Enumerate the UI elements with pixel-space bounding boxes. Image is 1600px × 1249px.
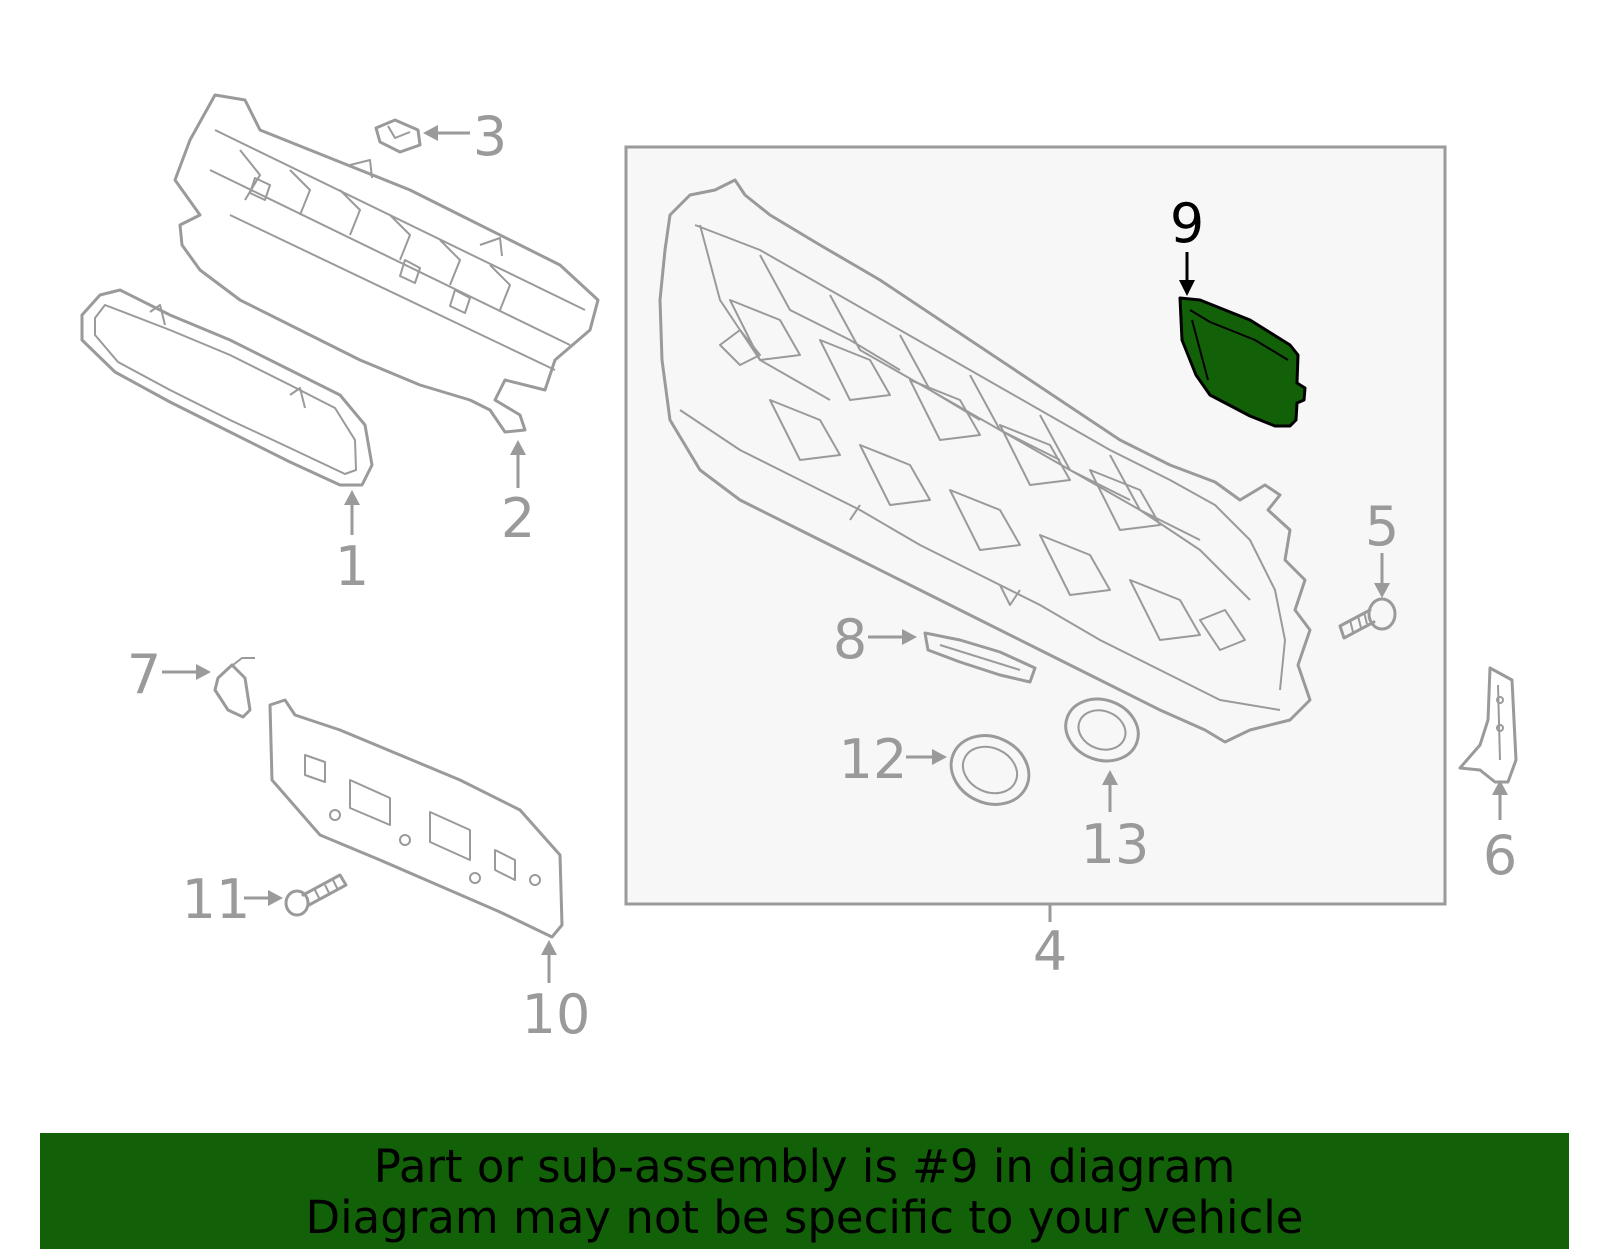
callout-12: 12	[839, 728, 908, 791]
callout-labels: 1 2 3 4 5 6 7 8 9 10 11 12 13	[127, 105, 1517, 1046]
part-7-clip	[213, 657, 255, 719]
callout-5: 5	[1365, 495, 1399, 558]
part-8-trim-strip	[923, 631, 1037, 684]
part-12-ring	[949, 734, 1031, 806]
callout-11: 11	[182, 868, 251, 931]
leader-lines	[162, 125, 1508, 983]
callout-3: 3	[473, 105, 507, 168]
banner-line-2: Diagram may not be specific to your vehi…	[305, 1191, 1304, 1244]
callout-4: 4	[1033, 920, 1067, 983]
callout-9: 9	[1170, 192, 1204, 255]
callout-7: 7	[127, 643, 161, 706]
info-banner: Part or sub-assembly is #9 in diagram Di…	[40, 1133, 1569, 1249]
part-3-clip	[374, 118, 422, 154]
callout-6: 6	[1483, 824, 1517, 887]
callout-1: 1	[335, 535, 369, 598]
part-11-screw	[284, 873, 348, 917]
part-6-side-bracket	[1458, 666, 1518, 784]
callout-10: 10	[522, 983, 591, 1046]
part-1-lower-grille-frame	[80, 288, 374, 487]
callout-8: 8	[833, 608, 867, 671]
banner-line-1: Part or sub-assembly is #9 in diagram	[373, 1140, 1236, 1193]
part-2-grille-support	[173, 93, 600, 434]
callout-13: 13	[1081, 813, 1150, 876]
callout-2: 2	[501, 487, 535, 550]
part-9-highlighted	[1178, 296, 1307, 428]
part-10-plate-bracket	[268, 698, 564, 939]
part-4-grille-assembly	[658, 178, 1312, 744]
grille-assembly-inset-box	[624, 145, 1447, 906]
part-13-ring	[1064, 697, 1140, 763]
part-5-screw	[1338, 597, 1397, 640]
